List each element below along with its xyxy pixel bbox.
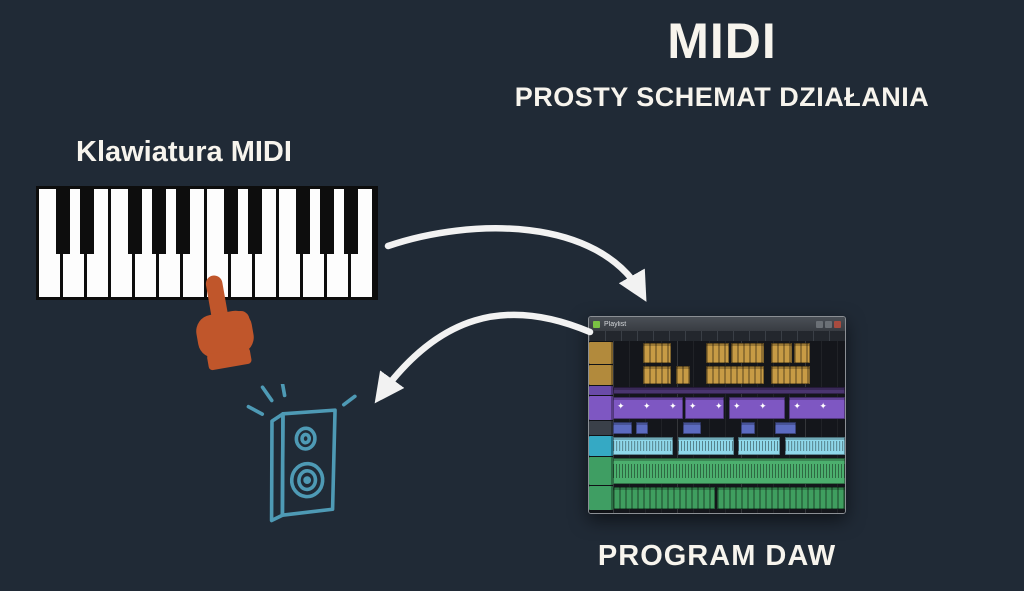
daw-lane (613, 421, 845, 435)
daw-clip (717, 487, 845, 509)
daw-clip (613, 387, 845, 394)
daw-track-button (589, 486, 613, 510)
daw-clip (775, 422, 797, 434)
close-icon (834, 320, 841, 328)
daw-clip (740, 422, 755, 434)
daw-playlist-body: ✦ ✦ ✦ ✦✦ ✦ ✦ ✦✦ ✦ ✦ ✦✦ ✦ ✦ ✦ (589, 341, 845, 513)
page-title: MIDI (667, 13, 777, 69)
header: MIDI PROSTY SCHEMAT DZIAŁANIA (430, 12, 1014, 113)
black-key (55, 189, 71, 254)
daw-app-icon (593, 320, 600, 328)
daw-titlebar: Playlist (589, 317, 845, 331)
black-key (223, 189, 239, 254)
daw-lane (613, 436, 845, 456)
black-key (151, 189, 167, 254)
daw-clip (643, 343, 671, 363)
daw-lanes: ✦ ✦ ✦ ✦✦ ✦ ✦ ✦✦ ✦ ✦ ✦✦ ✦ ✦ ✦ (613, 341, 845, 513)
daw-track-button (589, 386, 613, 395)
page-subtitle: PROSTY SCHEMAT DZIAŁANIA (514, 82, 930, 112)
black-key (175, 189, 191, 254)
black-key (127, 189, 143, 254)
daw-clip (643, 366, 671, 384)
daw-clip (770, 343, 792, 363)
daw-track-button (589, 457, 613, 485)
daw-label: PROGRAM DAW (597, 540, 837, 572)
keyboard-label: Klawiatura MIDI (76, 136, 292, 168)
daw-clip (613, 437, 674, 455)
daw-lane (613, 342, 845, 364)
midi-keyboard-illustration (36, 186, 378, 300)
daw-lane: ✦ ✦ ✦ ✦✦ ✦ ✦ ✦✦ ✦ ✦ ✦✦ ✦ ✦ ✦ (613, 396, 845, 420)
daw-lane (613, 486, 845, 510)
daw-clip (784, 437, 845, 455)
arrow-keyboard-to-daw (384, 225, 647, 302)
speaker-icon (246, 384, 357, 523)
daw-clip: ✦ ✦ ✦ ✦ (789, 397, 845, 419)
black-key (319, 189, 335, 254)
daw-clip (613, 422, 632, 434)
black-key (79, 189, 95, 254)
daw-lane (613, 457, 845, 485)
daw-lane (613, 386, 845, 395)
daw-track-button (589, 436, 613, 456)
daw-clip (731, 343, 764, 363)
daw-clip (613, 458, 845, 484)
black-key (295, 189, 311, 254)
daw-timeline-ruler (589, 331, 845, 341)
daw-track-button (589, 365, 613, 385)
daw-clip (636, 422, 648, 434)
daw-clip (675, 366, 690, 384)
daw-clip (613, 487, 716, 509)
daw-track-button (589, 421, 613, 435)
daw-clip: ✦ ✦ ✦ ✦ (613, 397, 683, 419)
daw-clip (793, 343, 811, 363)
daw-track-rail (589, 341, 613, 513)
arrow-daw-to-speaker (374, 311, 594, 404)
daw-clip (738, 437, 781, 455)
daw-window-title: Playlist (604, 320, 627, 328)
daw-window-buttons (816, 320, 841, 328)
black-key (343, 189, 359, 254)
daw-clip (705, 343, 729, 363)
daw-track-button (589, 342, 613, 364)
daw-clip (705, 366, 764, 384)
black-key (247, 189, 263, 254)
daw-clip: ✦ ✦ ✦ ✦ (684, 397, 725, 419)
daw-clip: ✦ ✦ ✦ ✦ (729, 397, 785, 419)
daw-clip (682, 422, 702, 434)
maximize-icon (825, 320, 832, 328)
minimize-icon (816, 320, 823, 328)
pointing-hand-icon (196, 275, 254, 371)
daw-clip (677, 437, 734, 455)
daw-clip (770, 366, 811, 384)
daw-lane (613, 365, 845, 385)
daw-window: Playlist ✦ ✦ ✦ ✦✦ ✦ ✦ ✦✦ ✦ ✦ ✦✦ ✦ ✦ ✦ (588, 316, 846, 514)
daw-track-button (589, 396, 613, 420)
